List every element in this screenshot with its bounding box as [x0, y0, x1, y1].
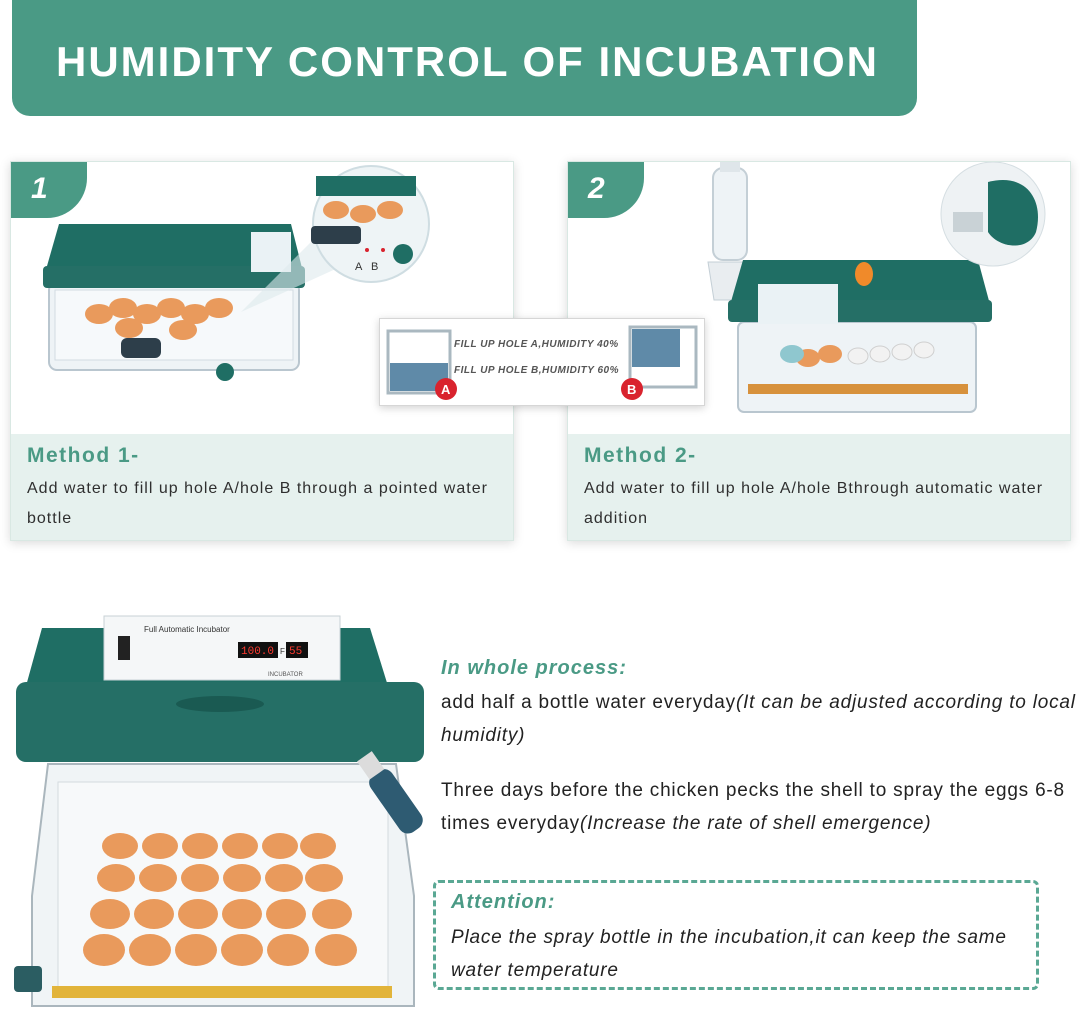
- hole-label-b: B: [371, 261, 378, 273]
- humidity-hole-callout: A B FILL UP HOLE A,HUMIDITY 40% FILL UP …: [379, 318, 705, 406]
- method-1-caption: Method 1- Add water to fill up hole A/ho…: [11, 434, 513, 540]
- hole-label-a: A: [355, 261, 363, 273]
- temp-unit: F: [280, 647, 285, 656]
- method-2-title: Method 2-: [584, 444, 697, 467]
- process-paragraph-1: add half a bottle water everyday(It can …: [441, 686, 1076, 752]
- method-2-illustration: 2: [568, 162, 1070, 434]
- badge-b: B: [627, 382, 636, 397]
- title-banner: HUMIDITY CONTROL OF INCUBATION: [12, 0, 917, 116]
- attention-title: Attention:: [451, 891, 556, 913]
- spray-bottle-icon: [357, 751, 423, 834]
- eggs-small: [85, 298, 233, 340]
- process-paragraph-2: Three days before the chicken pecks the …: [441, 774, 1076, 840]
- process-1-main: add half a bottle water everyday: [441, 692, 736, 713]
- attention-box: Attention: Place the spray bottle in the…: [433, 880, 1039, 990]
- method-1-illustration: A B 1: [11, 162, 513, 434]
- incubator-image: Full Automatic Incubator 100.0 F 55 INCU…: [8, 606, 448, 1014]
- attention-text: Place the spray bottle in the incubation…: [451, 927, 1007, 981]
- hole-b-label: FILL UP HOLE B,HUMIDITY 60%: [454, 365, 619, 376]
- badge-a: A: [441, 382, 451, 397]
- step-number: 1: [31, 172, 48, 205]
- method-2-caption: Method 2- Add water to fill up hole A/ho…: [568, 434, 1070, 540]
- humidity-display: 55: [289, 646, 302, 658]
- eggs-large: [83, 833, 357, 966]
- method-2-description: Add water to fill up hole A/hole Bthroug…: [584, 480, 1044, 527]
- method-1-title: Method 1-: [27, 444, 140, 467]
- page-title: HUMIDITY CONTROL OF INCUBATION: [56, 38, 879, 85]
- process-1-note: (It can be adjusted according to local h…: [441, 692, 1076, 746]
- method-1-description: Add water to fill up hole A/hole B throu…: [27, 480, 488, 527]
- process-2-main: Three days before the chicken pecks the …: [441, 780, 1065, 834]
- method-1-card: A B 1 Method 1- Add water to fill up hol…: [10, 161, 514, 541]
- process-heading: In whole process:: [441, 657, 627, 679]
- water-bottle-icon: [712, 167, 748, 261]
- panel-brand: Full Automatic Incubator: [144, 625, 230, 634]
- process-2-note: (Increase the rate of shell emergence): [579, 813, 932, 834]
- step-number: 2: [588, 172, 605, 205]
- hole-a-label: FILL UP HOLE A,HUMIDITY 40%: [454, 339, 619, 350]
- panel-footer: INCUBATOR: [268, 672, 303, 678]
- temp-display: 100.0: [241, 646, 274, 658]
